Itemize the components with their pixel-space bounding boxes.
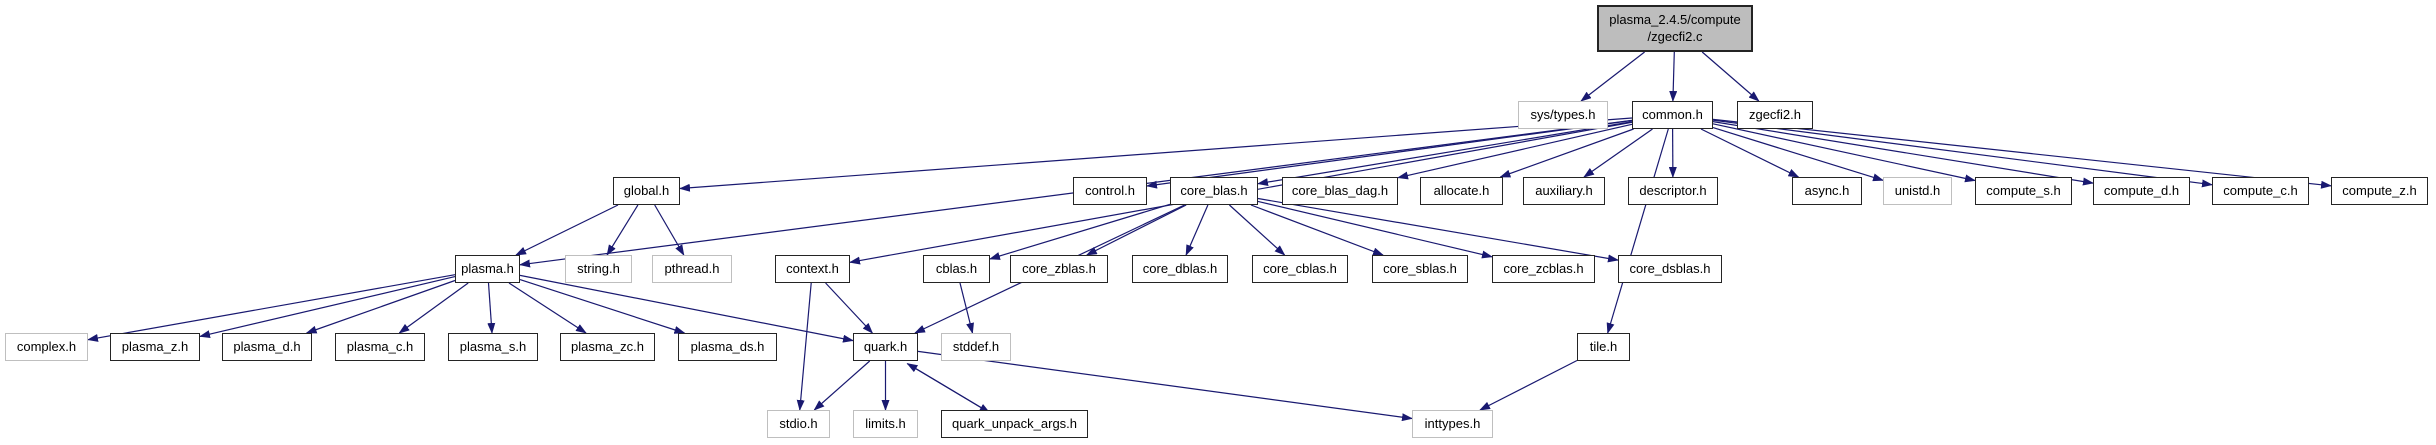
edge-common-to-allocate xyxy=(1499,128,1634,178)
node-limits: limits.h xyxy=(853,410,918,438)
node-tile[interactable]: tile.h xyxy=(1577,333,1630,361)
edge-core_blas-to-cblas xyxy=(989,203,1171,260)
node-pthread: pthread.h xyxy=(652,255,732,283)
edge-quark-to-stdio xyxy=(813,360,871,411)
node-root: plasma_2.4.5/compute /zgecfi2.c xyxy=(1597,5,1753,52)
edge-core_blas-to-core_dsblas xyxy=(1257,197,1619,263)
edge-common-to-compute_z xyxy=(1712,118,2332,189)
node-cblas[interactable]: cblas.h xyxy=(923,255,990,283)
edge-plasma-to-plasma_z xyxy=(199,276,456,339)
node-core_blas_dag[interactable]: core_blas_dag.h xyxy=(1282,177,1398,205)
node-control[interactable]: control.h xyxy=(1073,177,1147,205)
node-plasma_z[interactable]: plasma_z.h xyxy=(110,333,200,361)
edge-common-to-global xyxy=(679,117,1633,192)
node-quark[interactable]: quark.h xyxy=(853,333,918,361)
edge-plasma-to-plasma_s xyxy=(487,282,496,334)
node-plasma_ds[interactable]: plasma_ds.h xyxy=(678,333,777,361)
edge-plasma-to-plasma_d xyxy=(305,279,456,334)
node-plasma_c[interactable]: plasma_c.h xyxy=(335,333,425,361)
node-global[interactable]: global.h xyxy=(613,177,680,205)
node-common[interactable]: common.h xyxy=(1632,101,1713,129)
edge-plasma-to-plasma_ds xyxy=(519,279,686,334)
node-compute_c[interactable]: compute_c.h xyxy=(2212,177,2309,205)
edge-context-to-quark xyxy=(825,282,874,334)
node-compute_s[interactable]: compute_s.h xyxy=(1975,177,2072,205)
node-core_cblas[interactable]: core_cblas.h xyxy=(1252,255,1348,283)
edge-common-to-unistd xyxy=(1712,127,1884,182)
node-stddef: stddef.h xyxy=(941,333,1011,361)
node-quark_unpack[interactable]: quark_unpack_args.h xyxy=(941,410,1088,438)
edge-common-to-control xyxy=(1146,119,1633,189)
node-plasma_d[interactable]: plasma_d.h xyxy=(222,333,312,361)
edge-plasma-to-plasma_zc xyxy=(508,282,587,334)
edge-common-to-compute_c xyxy=(1712,119,2213,188)
edge-plasma-to-plasma_c xyxy=(398,282,469,334)
node-stdio: stdio.h xyxy=(767,410,830,438)
edge-root-to-zgecfi2_h xyxy=(1701,51,1760,102)
node-descriptor[interactable]: descriptor.h xyxy=(1628,177,1718,205)
node-core_dsblas[interactable]: core_dsblas.h xyxy=(1618,255,1722,283)
edge-common-to-auxiliary xyxy=(1583,128,1653,178)
edge-quark-to-inttypes xyxy=(917,350,1413,422)
edge-root-to-common xyxy=(1669,51,1678,102)
node-core_sblas[interactable]: core_sblas.h xyxy=(1372,255,1468,283)
edge-common-to-compute_s xyxy=(1712,123,1976,183)
edge-plasma-to-quark xyxy=(519,274,854,343)
node-zgecfi2_h[interactable]: zgecfi2.h xyxy=(1737,101,1813,129)
node-core_dblas[interactable]: core_dblas.h xyxy=(1132,255,1228,283)
node-core_blas[interactable]: core_blas.h xyxy=(1170,177,1258,205)
node-inttypes: inttypes.h xyxy=(1412,410,1493,438)
edge-context-to-stdio xyxy=(796,282,812,411)
edge-core_blas-to-core_dblas xyxy=(1185,204,1209,256)
edge-cblas-to-stddef xyxy=(959,282,974,334)
edge-plasma-to-complex xyxy=(87,274,456,342)
node-plasma_zc[interactable]: plasma_zc.h xyxy=(560,333,655,361)
edge-core_blas-to-core_sblas xyxy=(1250,204,1384,256)
node-compute_d[interactable]: compute_d.h xyxy=(2093,177,2190,205)
node-core_zcblas[interactable]: core_zcblas.h xyxy=(1492,255,1595,283)
edge-quark_unpack-to-quark xyxy=(906,363,990,414)
edge-common-to-core_blas_dag xyxy=(1397,123,1633,180)
node-core_zblas[interactable]: core_zblas.h xyxy=(1010,255,1108,283)
node-plasma[interactable]: plasma.h xyxy=(455,255,520,283)
node-complex: complex.h xyxy=(5,333,88,361)
node-compute_z[interactable]: compute_z.h xyxy=(2331,177,2428,205)
node-plasma_s[interactable]: plasma_s.h xyxy=(448,333,538,361)
edge-common-to-tile xyxy=(1606,128,1669,334)
node-async[interactable]: async.h xyxy=(1792,177,1862,205)
node-allocate[interactable]: allocate.h xyxy=(1420,177,1503,205)
node-unistd: unistd.h xyxy=(1883,177,1952,205)
edge-global-to-plasma xyxy=(515,204,619,256)
node-auxiliary[interactable]: auxiliary.h xyxy=(1523,177,1605,205)
edge-root-to-sys_types xyxy=(1580,51,1645,102)
edge-tile-to-inttypes xyxy=(1479,359,1578,411)
edge-core_blas-to-core_zcblas xyxy=(1257,200,1493,259)
node-context[interactable]: context.h xyxy=(775,255,850,283)
edge-core_blas-to-core_zblas xyxy=(1085,204,1187,256)
edge-common-to-core_blas xyxy=(1257,121,1633,187)
edge-global-to-string xyxy=(606,204,639,256)
edge-common-to-async xyxy=(1700,128,1800,178)
edge-common-to-compute_d xyxy=(1712,121,2094,186)
node-sys_types: sys/types.h xyxy=(1518,101,1608,129)
node-string: string.h xyxy=(565,255,632,283)
edge-core_blas-to-core_cblas xyxy=(1228,204,1286,256)
edge-global-to-pthread xyxy=(654,204,685,256)
